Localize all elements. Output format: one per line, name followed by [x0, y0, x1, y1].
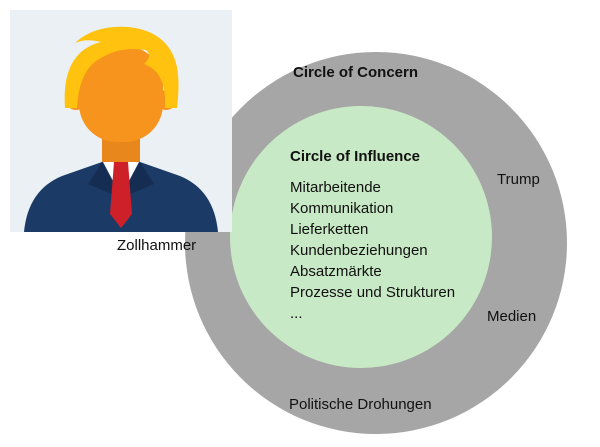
- avatar-tie: [110, 162, 132, 228]
- circle-of-concern-label: Circle of Concern: [293, 64, 419, 81]
- ring-label-medien: Medien: [487, 308, 537, 325]
- outside-label-zollhammer: Zollhammer: [117, 237, 197, 254]
- circle-of-influence: [230, 106, 492, 368]
- influence-list-item: Lieferketten: [290, 221, 369, 238]
- ring-label-trump: Trump: [497, 171, 540, 188]
- influence-list-item: Absatzmärkte: [290, 263, 382, 280]
- circle-of-influence-label: Circle of Influence: [290, 148, 421, 165]
- trump-avatar: [10, 10, 232, 232]
- ring-label-politische-drohungen: Politische Drohungen: [289, 396, 432, 413]
- avatar-face: [79, 46, 163, 142]
- trump-avatar-illustration: [10, 10, 232, 232]
- avatar-hair: [64, 26, 179, 108]
- influence-list-item: Kommunikation: [290, 200, 394, 217]
- influence-list-item: Mitarbeitende: [290, 179, 381, 196]
- influence-list-item: ...: [290, 305, 303, 322]
- influence-list-item: Prozesse und Strukturen: [290, 284, 456, 301]
- influence-list: Mitarbeitende Kommunikation Lieferketten…: [290, 177, 455, 324]
- influence-list-item: Kundenbeziehungen: [290, 242, 428, 259]
